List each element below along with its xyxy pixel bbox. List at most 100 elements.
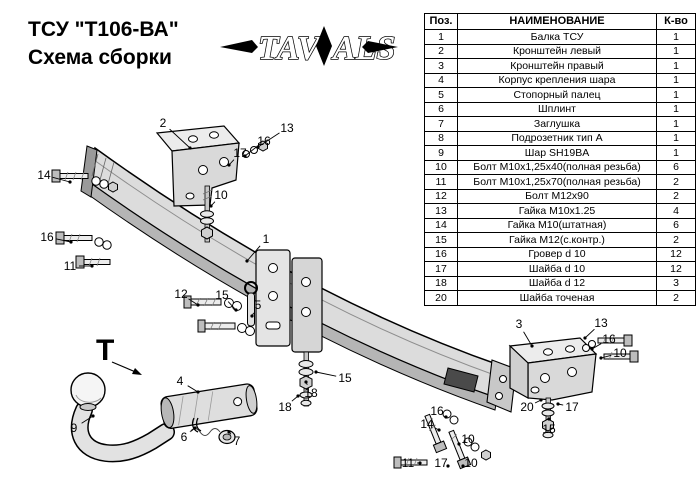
callout-number: 11 (402, 456, 415, 470)
callout-dot (457, 442, 461, 446)
callout-dot (90, 264, 94, 268)
parts-cell-name: Корпус крепления шара (457, 72, 657, 88)
parts-cell-pos: 2 (424, 43, 458, 59)
callout-dot (227, 430, 231, 434)
parts-cell-qty: 1 (656, 72, 696, 88)
callout-number: 2 (160, 116, 167, 130)
callout-number: 3 (516, 317, 523, 331)
product-title: ТСУ "Т106-ВА" (28, 18, 179, 41)
parts-cell-qty: 1 (656, 116, 696, 132)
parts-cell-qty: 1 (656, 43, 696, 59)
parts-cell-name: Кронштейн левый (457, 43, 657, 59)
parts-cell-pos: 16 (424, 246, 458, 262)
callout-leader-line (584, 328, 595, 339)
callout-leader-line (187, 385, 199, 393)
callout-dot (418, 461, 422, 465)
parts-cell-qty: 4 (656, 203, 696, 219)
callout-number: 9 (71, 421, 78, 435)
col-header-name: НАИМЕНОВАНИЕ (457, 13, 657, 30)
parts-cell-pos: 17 (424, 261, 458, 277)
callout-number: 16 (602, 332, 616, 346)
parts-cell-name: Шар SH19BA (457, 145, 657, 161)
callout-number: 13 (594, 316, 608, 330)
callout-dot (296, 394, 300, 398)
parts-cell-pos: 12 (424, 188, 458, 204)
parts-cell-qty: 2 (656, 290, 696, 306)
callout-number: 20 (520, 400, 534, 414)
parts-table-header-row: Поз. НАИМЕНОВАНИЕ К-во (424, 13, 696, 30)
callout-leader-line (600, 354, 612, 359)
callout-number: 13 (280, 121, 294, 135)
callout-number: 15 (215, 288, 229, 302)
callout-number: 16 (430, 404, 444, 418)
parts-cell-qty: 2 (656, 232, 696, 248)
callout-number: 10 (613, 346, 627, 360)
parts-cell-pos: 8 (424, 130, 458, 146)
callout-dot (256, 145, 260, 149)
callout-leader-line (188, 298, 199, 306)
parts-cell-pos: 9 (424, 145, 458, 161)
callout-leader-line (523, 331, 533, 347)
callout-dot (243, 154, 247, 158)
callout-dot (556, 402, 560, 406)
parts-cell-name: Кронштейн правый (457, 58, 657, 74)
locking-pin (244, 281, 258, 327)
parts-cell-name: Стопорный палец (457, 87, 657, 103)
parts-cell-name: Шплинт (457, 101, 657, 117)
callout-number: 10 (464, 456, 478, 470)
callout-number: 11 (64, 259, 77, 273)
callout-number: 18 (304, 386, 318, 400)
beam-mount-tab (443, 367, 479, 393)
callout-number: 17 (233, 146, 247, 160)
center-plate-assembly (255, 249, 323, 407)
title-block: ТСУ "Т106-ВА" Схема сборки (28, 16, 179, 73)
tavials-logo: TAV ALS (220, 22, 398, 75)
parts-cell-qty: 2 (656, 188, 696, 204)
callout-number: 14 (37, 168, 51, 182)
parts-cell-name: Болт М12х90 (457, 188, 657, 204)
callout-leader-line (169, 128, 191, 149)
callout-dot (583, 336, 587, 340)
callout-dot (69, 240, 73, 244)
callout-leader-line (55, 238, 72, 243)
section-letter: Т (96, 334, 114, 367)
bracket-left (155, 125, 268, 243)
callout-number: 12 (174, 287, 188, 301)
parts-cell-qty: 6 (656, 217, 696, 233)
parts-cell-pos: 14 (424, 217, 458, 233)
tow-ball (70, 372, 175, 463)
callout-number: 18 (278, 400, 292, 414)
parts-cell-name: Гайка М10(штатная) (457, 217, 657, 233)
callout-dot (68, 180, 72, 184)
scheme-subtitle: Схема сборки (28, 46, 172, 70)
bracket-right (508, 337, 598, 439)
logo-diamond-icon (316, 26, 332, 66)
parts-cell-pos: 11 (424, 174, 458, 190)
plug-cap (218, 429, 236, 445)
callout-number: 7 (234, 434, 241, 448)
logo-text-left: TAV (258, 30, 322, 67)
callout-dot (547, 417, 551, 421)
parts-cell-pos: 15 (424, 232, 458, 248)
logo-left-spike-icon (220, 40, 258, 53)
parts-cell-name: Болт М10х1,25х70(полная резьба) (457, 174, 657, 190)
parts-cell-pos: 13 (424, 203, 458, 219)
parts-cell-pos: 1 (424, 29, 458, 45)
parts-cell-qty: 12 (656, 246, 696, 262)
parts-cell-qty: 1 (656, 29, 696, 45)
parts-cell-name: Гровер d 10 (457, 246, 657, 262)
callout-number: 16 (257, 134, 271, 148)
